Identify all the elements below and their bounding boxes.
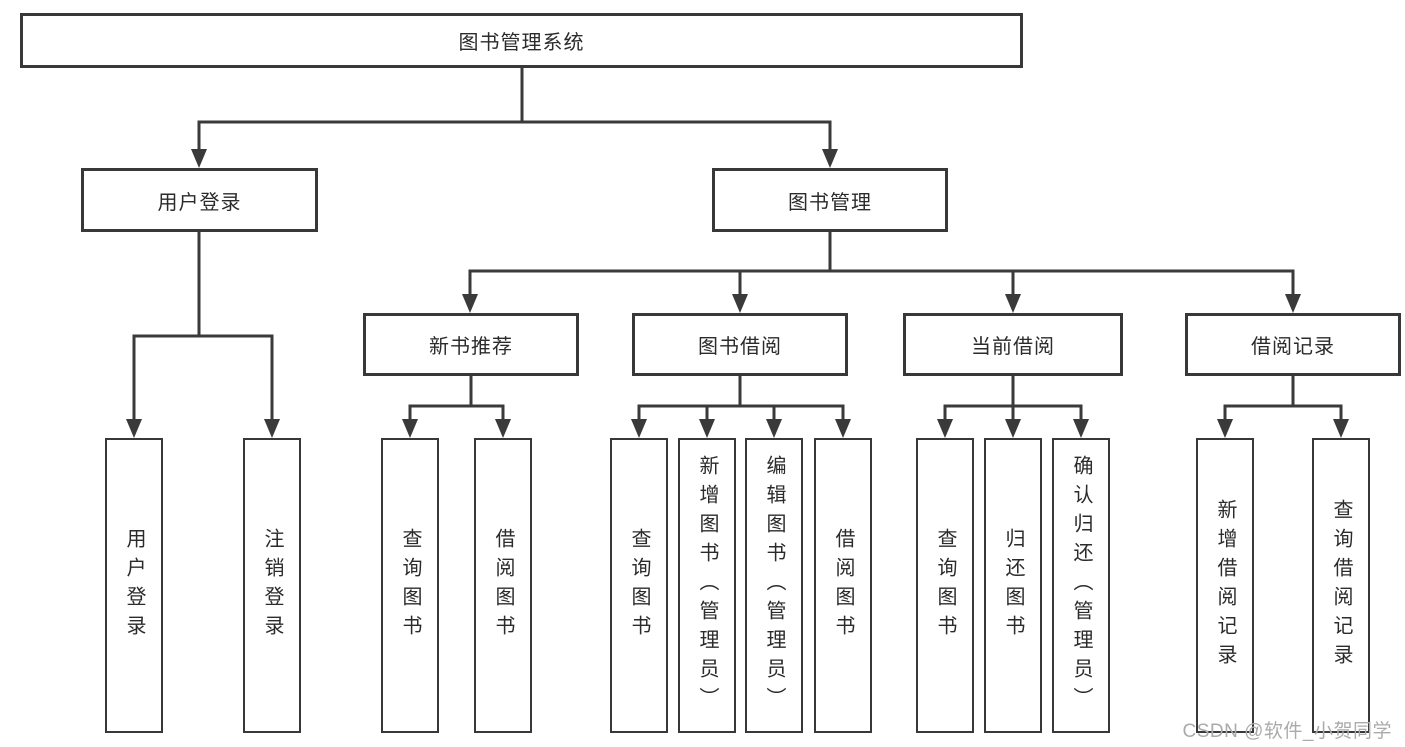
- leaf-recommend-borrow-book-label: 借阅图书: [492, 527, 514, 644]
- leaf-recommend-query-book-label: 查询图书: [399, 527, 421, 644]
- leaf-borrow-query-book: 查询图书: [610, 438, 668, 733]
- leaf-records-add-record: 新增借阅记录: [1196, 438, 1254, 733]
- csdn-watermark: CSDN @软件_小贺同学: [1182, 721, 1392, 742]
- leaf-borrow-query-book-label: 查询图书: [628, 527, 650, 644]
- node-current-borrow-label: 当前借阅: [971, 336, 1055, 358]
- leaf-records-query-record: 查询借阅记录: [1312, 438, 1370, 733]
- leaf-logout: 注销登录: [243, 438, 301, 733]
- leaf-current-confirm-return-admin-label: 确认归还（管理员）: [1070, 455, 1092, 716]
- leaf-borrow-add-book-admin: 新增图书（管理员）: [678, 438, 736, 733]
- leaf-recommend-query-book: 查询图书: [381, 438, 439, 733]
- leaf-borrow-borrow-book: 借阅图书: [814, 438, 872, 733]
- leaf-current-confirm-return-admin: 确认归还（管理员）: [1052, 438, 1110, 733]
- node-root-system: 图书管理系统: [20, 13, 1023, 68]
- leaf-borrow-borrow-book-label: 借阅图书: [832, 527, 854, 644]
- leaf-current-return-book-label: 归还图书: [1002, 527, 1024, 644]
- leaf-borrow-add-book-admin-label: 新增图书（管理员）: [696, 455, 718, 716]
- leaf-borrow-edit-book-admin-label: 编辑图书（管理员）: [763, 455, 785, 716]
- node-user-login: 用户登录: [81, 168, 318, 232]
- node-new-book-recommend: 新书推荐: [363, 313, 579, 376]
- leaf-records-add-record-label: 新增借阅记录: [1214, 498, 1236, 673]
- leaf-logout-label: 注销登录: [261, 527, 283, 644]
- leaf-records-query-record-label: 查询借阅记录: [1330, 498, 1352, 673]
- node-borrow-records: 借阅记录: [1185, 313, 1401, 376]
- node-book-management-label: 图书管理: [788, 191, 872, 214]
- node-book-borrow: 图书借阅: [632, 313, 848, 376]
- node-new-book-recommend-label: 新书推荐: [429, 336, 513, 358]
- leaf-borrow-edit-book-admin: 编辑图书（管理员）: [745, 438, 803, 733]
- node-root-system-label: 图书管理系统: [458, 32, 585, 54]
- node-borrow-records-label: 借阅记录: [1251, 336, 1335, 358]
- leaf-recommend-borrow-book: 借阅图书: [474, 438, 532, 733]
- node-current-borrow: 当前借阅: [903, 313, 1123, 376]
- leaf-current-return-book: 归还图书: [984, 438, 1042, 733]
- node-user-login-label: 用户登录: [157, 191, 242, 214]
- node-book-borrow-label: 图书借阅: [698, 336, 782, 358]
- leaf-current-query-book: 查询图书: [916, 438, 974, 733]
- leaf-current-query-book-label: 查询图书: [934, 527, 956, 644]
- node-book-management: 图书管理: [712, 168, 948, 232]
- leaf-user-login-label: 用户登录: [123, 527, 145, 644]
- leaf-user-login: 用户登录: [105, 438, 163, 733]
